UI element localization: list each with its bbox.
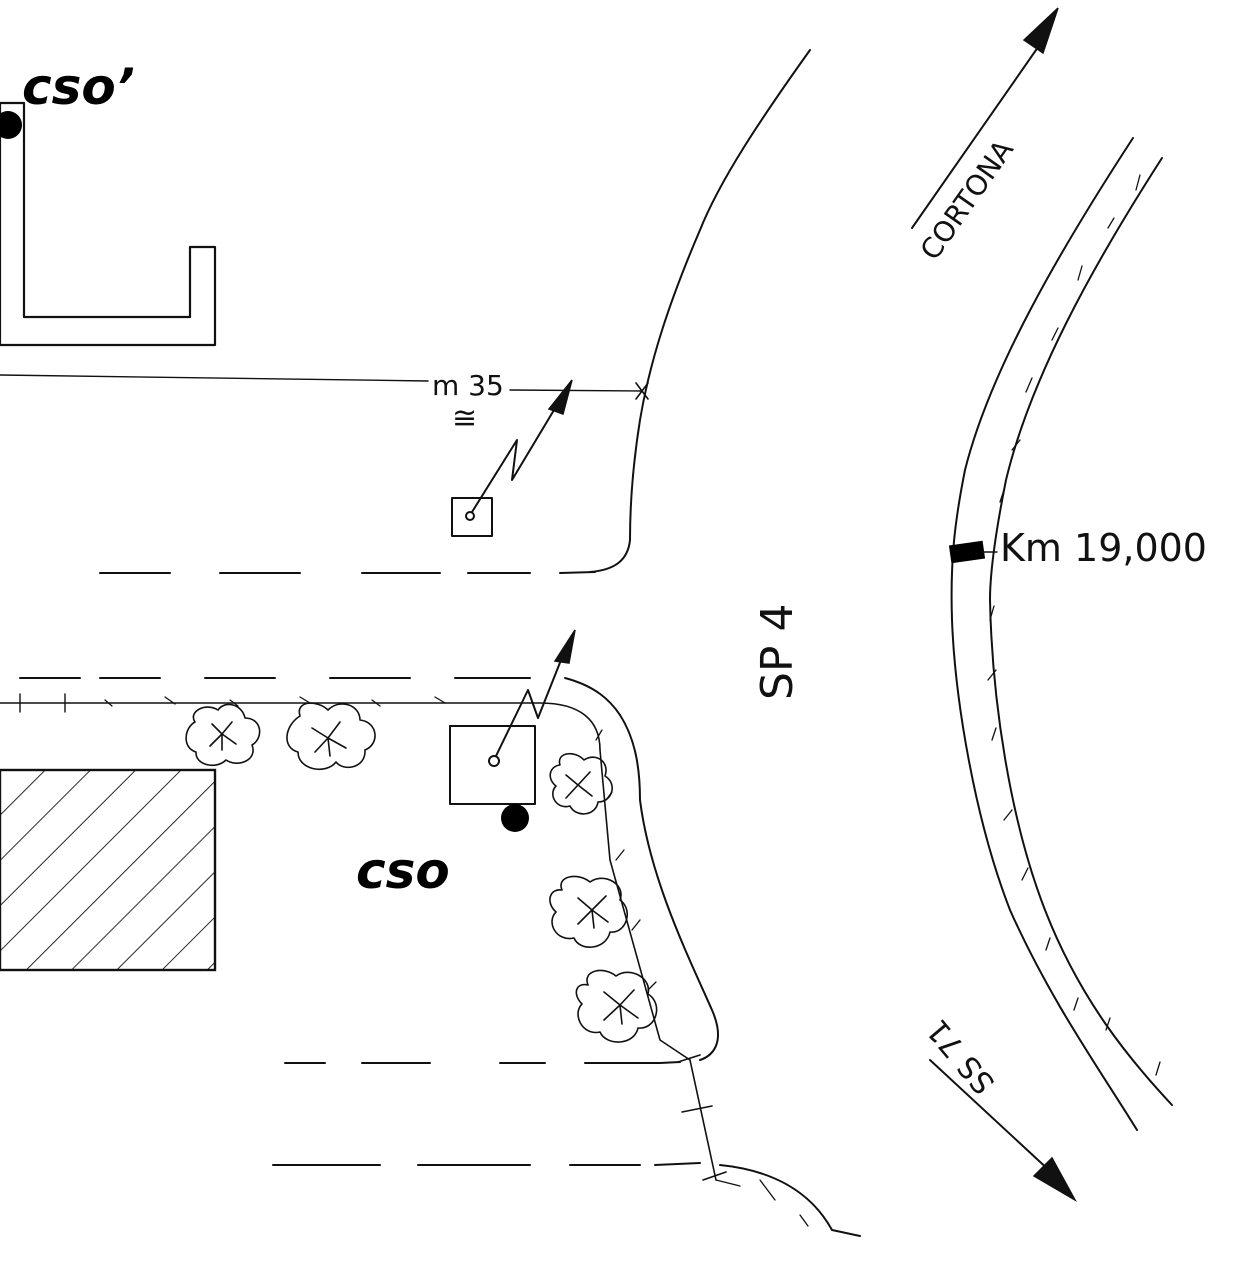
utility-box-upper [451, 379, 573, 537]
direction-label-ss71: SS 71 [920, 1012, 1002, 1100]
bush-4 [549, 875, 629, 948]
building-top-left [0, 101, 217, 347]
bush-2 [286, 702, 376, 771]
cso-prime-dot [0, 111, 22, 139]
bush-3 [549, 752, 613, 815]
bush-1 [185, 703, 261, 767]
approx-symbol: ≅ [452, 401, 477, 436]
arrow-ss71 [929, 1059, 1077, 1203]
direction-label-cortona: CORTONA [914, 134, 1020, 266]
km-marker [948, 540, 986, 564]
km-label: Km 19,000 [1000, 526, 1207, 570]
arrow-cortona [911, 7, 1059, 229]
bush-5 [575, 969, 658, 1043]
utility-box-lower [449, 629, 576, 805]
footpath-line [0, 693, 719, 1061]
building-bottom-left [0, 768, 217, 972]
cso-prime-label: cso’ [22, 58, 135, 116]
distance-line [0, 374, 649, 400]
distance-label: m 35 [432, 369, 504, 402]
cso-dot [501, 804, 529, 832]
road-label-sp4: SP 4 [752, 604, 803, 700]
bushes [185, 702, 658, 1043]
curved-road-right [948, 137, 1173, 1131]
road-sp4 [589, 49, 861, 1237]
cso-label: cso [356, 842, 450, 900]
side-street-markings [19, 571, 701, 1166]
